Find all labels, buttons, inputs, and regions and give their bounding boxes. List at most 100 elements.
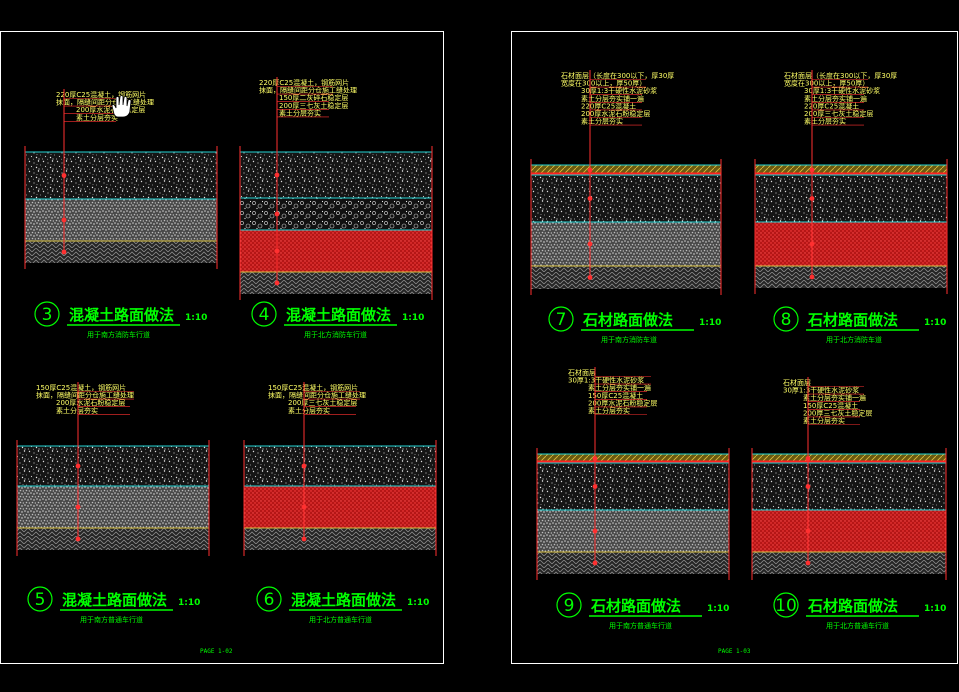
leader-dot (274, 172, 280, 178)
page-label: PAGE 1-02 (200, 648, 233, 655)
layer-speckle (752, 463, 946, 510)
detail-9: 石材面层30厚1:3干硬性水泥砂浆素土分层夯实铺一遍150厚C25混凝土200厚… (536, 367, 730, 630)
detail-number-circle (548, 306, 574, 332)
annotation-text: 素土分层夯实 (76, 113, 118, 122)
detail-group: 220厚C25混凝土，钢筋网片抹面，隔缝间距分仓施工缝处理200厚水泥石粉稳定层… (16, 70, 948, 630)
leader-dot (805, 456, 811, 461)
layer-paving (531, 165, 721, 175)
annotation-text: 220厚C25混凝土 (581, 101, 636, 110)
detail-subtitle: 用于南方消防车行道 (87, 330, 150, 339)
sheet-frame-left (0, 31, 444, 664)
detail-subtitle: 用于北方消防车行道 (304, 330, 367, 339)
leader-dot (75, 504, 81, 510)
annotation-text: 素土分层夯实 (581, 117, 623, 126)
annotation-text: 150厚C25混凝土，钢筋网片 (36, 383, 126, 392)
detail-scale: 1:10 (178, 598, 200, 608)
layer-speckle (537, 463, 729, 510)
leader-dot (587, 241, 593, 247)
page-label: PAGE 1-03 (718, 648, 751, 655)
detail-number: 10 (775, 596, 797, 616)
annotation-stack: 150厚C25混凝土，钢筋网片抹面，隔缝间距分仓施工缝处理200厚三七灰土稳定层… (268, 383, 366, 415)
annotation-text: 素土分层夯实铺一遍 (803, 393, 866, 402)
layer-red (240, 230, 432, 272)
layer-speckle (531, 175, 721, 222)
detail-7: 石材面层（长度在300以下，厚30厚宽度在300以上，厚50厚）30厚1:3干硬… (530, 70, 722, 344)
layer-gravel (531, 222, 721, 266)
leader-dot (805, 560, 811, 566)
annotation-text: 素土分层夯实 (804, 117, 846, 126)
annotation-stack: 石材面层（长度在300以下，厚30厚宽度在300以上，厚50厚）30厚1:3干硬… (784, 71, 897, 126)
leader-dot (809, 274, 815, 280)
layer-speckle (17, 446, 209, 486)
annotation-text: 200厚三七灰土稳定层 (804, 109, 873, 118)
detail-number-circle (27, 586, 53, 612)
annotation-text: 200厚水泥石粉稳定层 (76, 105, 145, 114)
detail-title-block: 10 石材路面做法 1:10 用于北方普通车行道 (773, 592, 946, 630)
detail-4: 220厚C25混凝土，钢筋网片抹面，隔缝间距分仓施工缝处理150厚二灰碎石稳定层… (239, 77, 433, 339)
layer-speckle (755, 175, 947, 222)
detail-number-circle (773, 592, 799, 618)
annotation-text: 150厚C25混凝土 (588, 391, 643, 400)
detail-number: 5 (35, 590, 46, 610)
leader-dot (61, 173, 67, 178)
detail-number: 3 (42, 305, 53, 325)
detail-title: 石材路面做法 (807, 311, 898, 329)
detail-scale: 1:10 (924, 318, 946, 328)
leader-dot (805, 528, 811, 534)
leader-dot (809, 196, 815, 201)
leader-dot (75, 536, 81, 542)
detail-scale: 1:10 (707, 604, 729, 614)
detail-number-circle (251, 301, 277, 327)
leader-dot (61, 217, 67, 223)
annotation-text: 抹面，隔缝间距分仓施工缝处理 (56, 98, 154, 107)
annotation-text: 220厚C25混凝土，钢筋网片 (259, 78, 349, 87)
detail-number: 6 (264, 590, 275, 610)
annotation-text: 宽度在300以上，厚50厚） (784, 79, 869, 88)
detail-scale: 1:10 (407, 598, 429, 608)
detail-number: 9 (564, 596, 575, 616)
detail-title: 石材路面做法 (807, 597, 898, 615)
leader-dot (301, 463, 307, 469)
layer-herring (25, 241, 217, 263)
detail-scale: 1:10 (924, 604, 946, 614)
detail-scale: 1:10 (185, 313, 207, 323)
annotation-text: 30厚1:3干硬性水泥砂浆 (804, 86, 880, 95)
leader-dot (587, 196, 593, 201)
detail-title: 混凝土路面做法 (286, 306, 391, 324)
annotation-stack: 150厚C25混凝土，钢筋网片抹面，隔缝间距分仓施工缝处理200厚水泥石粉稳定层… (36, 383, 134, 415)
annotation-text: 素土分层夯实 (279, 108, 321, 117)
annotation-text: 素土分层夯实铺一遍 (581, 94, 644, 103)
detail-scale: 1:10 (402, 313, 424, 323)
annotation-text: 石材面层 (783, 378, 811, 387)
leader-dot (592, 484, 598, 489)
annotation-text: 石材面层（长度在300以下，厚30厚 (784, 71, 897, 80)
annotation-stack: 220厚C25混凝土，钢筋网片抹面，隔缝间距分仓施工缝处理150厚二灰碎石稳定层… (259, 78, 357, 117)
annotation-stack: 石材面层30厚1:3干硬性水泥砂浆素土分层夯实铺一遍150厚C25混凝土200厚… (568, 368, 657, 415)
layer-herring (531, 266, 721, 289)
detail-number-circle (34, 301, 60, 327)
detail-title: 混凝土路面做法 (291, 591, 396, 609)
leader-dot (301, 536, 307, 542)
layer-speckle (244, 446, 436, 486)
leader-dot (592, 456, 598, 461)
layer-herring (755, 266, 947, 288)
detail-5: 150厚C25混凝土，钢筋网片抹面，隔缝间距分仓施工缝处理200厚水泥石粉稳定层… (16, 382, 210, 624)
annotation-text: 200厚水泥石粉稳定层 (581, 109, 650, 118)
annotation-text: 30厚1:3干硬性水泥砂浆 (783, 386, 859, 395)
annotation-text: 150厚二灰碎石稳定层 (279, 93, 348, 102)
detail-title: 混凝土路面做法 (69, 306, 174, 324)
leader-dot (809, 241, 815, 247)
leader-dot (587, 167, 593, 173)
detail-subtitle: 用于北方普通车行道 (826, 621, 889, 630)
detail-number: 7 (556, 310, 567, 330)
layer-speckle (240, 152, 432, 198)
layer-gravel (17, 486, 209, 528)
annotation-text: 宽度在300以上，厚50厚） (561, 79, 646, 88)
annotation-text: 素土分层夯实 (803, 416, 845, 425)
annotation-text: 150厚C25混凝土，钢筋网片 (268, 383, 358, 392)
